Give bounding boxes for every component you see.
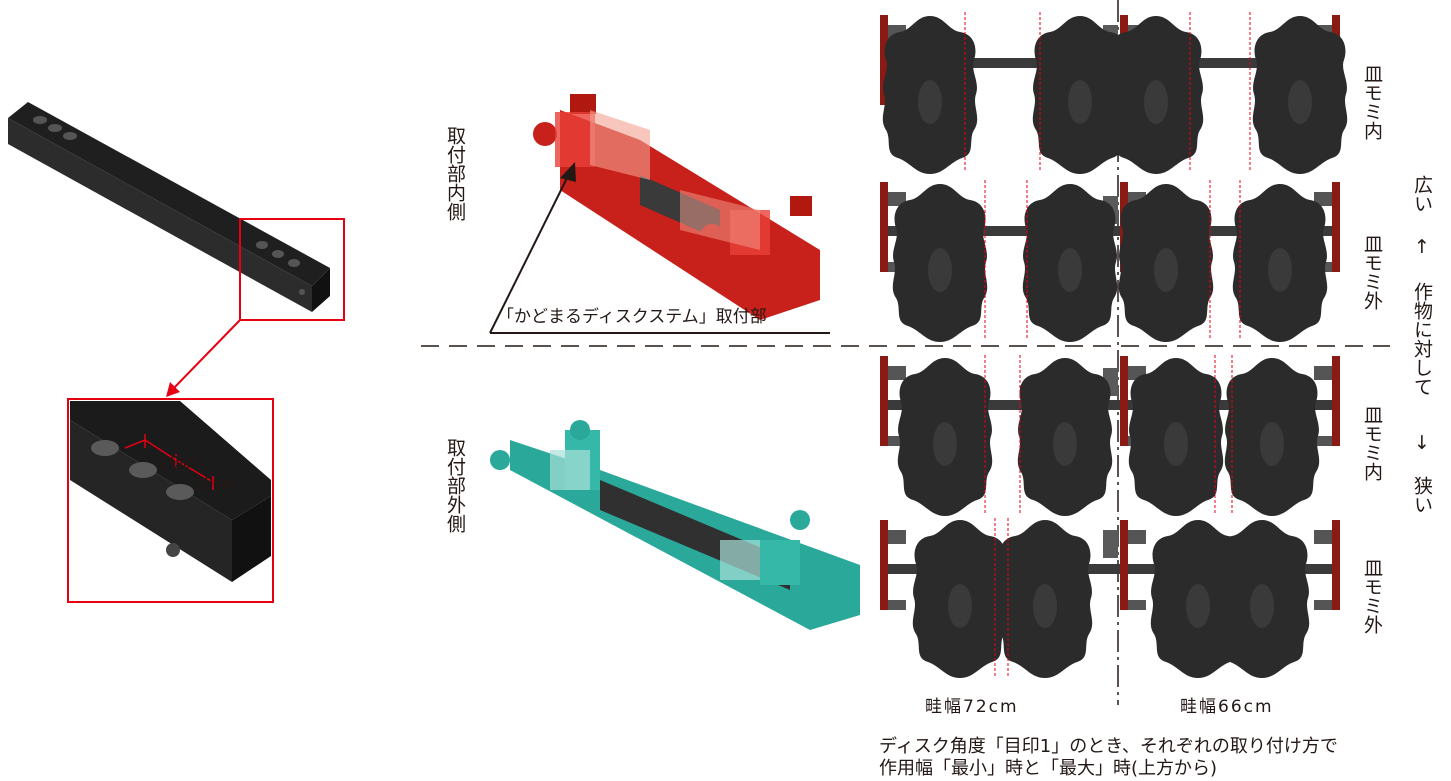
arrow-up-icon: ↑ xyxy=(1411,236,1433,258)
scale-wide-label: 広い xyxy=(1411,175,1433,213)
scale-crop-label: 作物に対して xyxy=(1411,282,1433,396)
scale-narrow-label: 狭い xyxy=(1411,476,1433,514)
row-label-3: 皿モミ内 xyxy=(1361,405,1383,481)
row-label-1: 皿モミ内 xyxy=(1361,64,1383,140)
square-bar-illustration xyxy=(8,102,330,312)
row-label-4: 皿モミ外 xyxy=(1361,558,1383,634)
ridge-width-left: 畦幅72cm xyxy=(925,697,1019,717)
arrow-down-icon: ↓ xyxy=(1411,432,1433,454)
inner-mount-label: 取付部内側 xyxy=(444,126,466,221)
disc-row-3 xyxy=(880,355,1340,516)
disc-row-4 xyxy=(880,518,1340,678)
disc-row-2 xyxy=(880,180,1340,342)
dimension-label-1: 20mm xyxy=(159,453,200,473)
zoom-detail-panel xyxy=(67,398,274,603)
dimension-label-2: 20mm xyxy=(193,474,234,494)
row-label-2: 皿モミ外 xyxy=(1361,234,1383,310)
ridge-width-right: 畦幅66cm xyxy=(1180,697,1274,717)
inner-mount-illustration xyxy=(533,94,820,320)
callout-arrow xyxy=(489,162,830,334)
caption-line-1: ディスク角度「目印1」のとき、それぞれの取り付け方で xyxy=(879,736,1338,757)
callout-label: 「かどまるディスクステム」取付部 xyxy=(497,307,767,327)
caption-line-2: 作用幅「最小」時と「最大」時(上方から) xyxy=(879,758,1218,779)
outer-mount-illustration xyxy=(490,420,860,630)
disc-row-1 xyxy=(880,12,1348,174)
outer-mount-label: 取付部外側 xyxy=(444,438,466,533)
zoom-arrow xyxy=(166,319,241,397)
highlight-box xyxy=(239,218,345,321)
